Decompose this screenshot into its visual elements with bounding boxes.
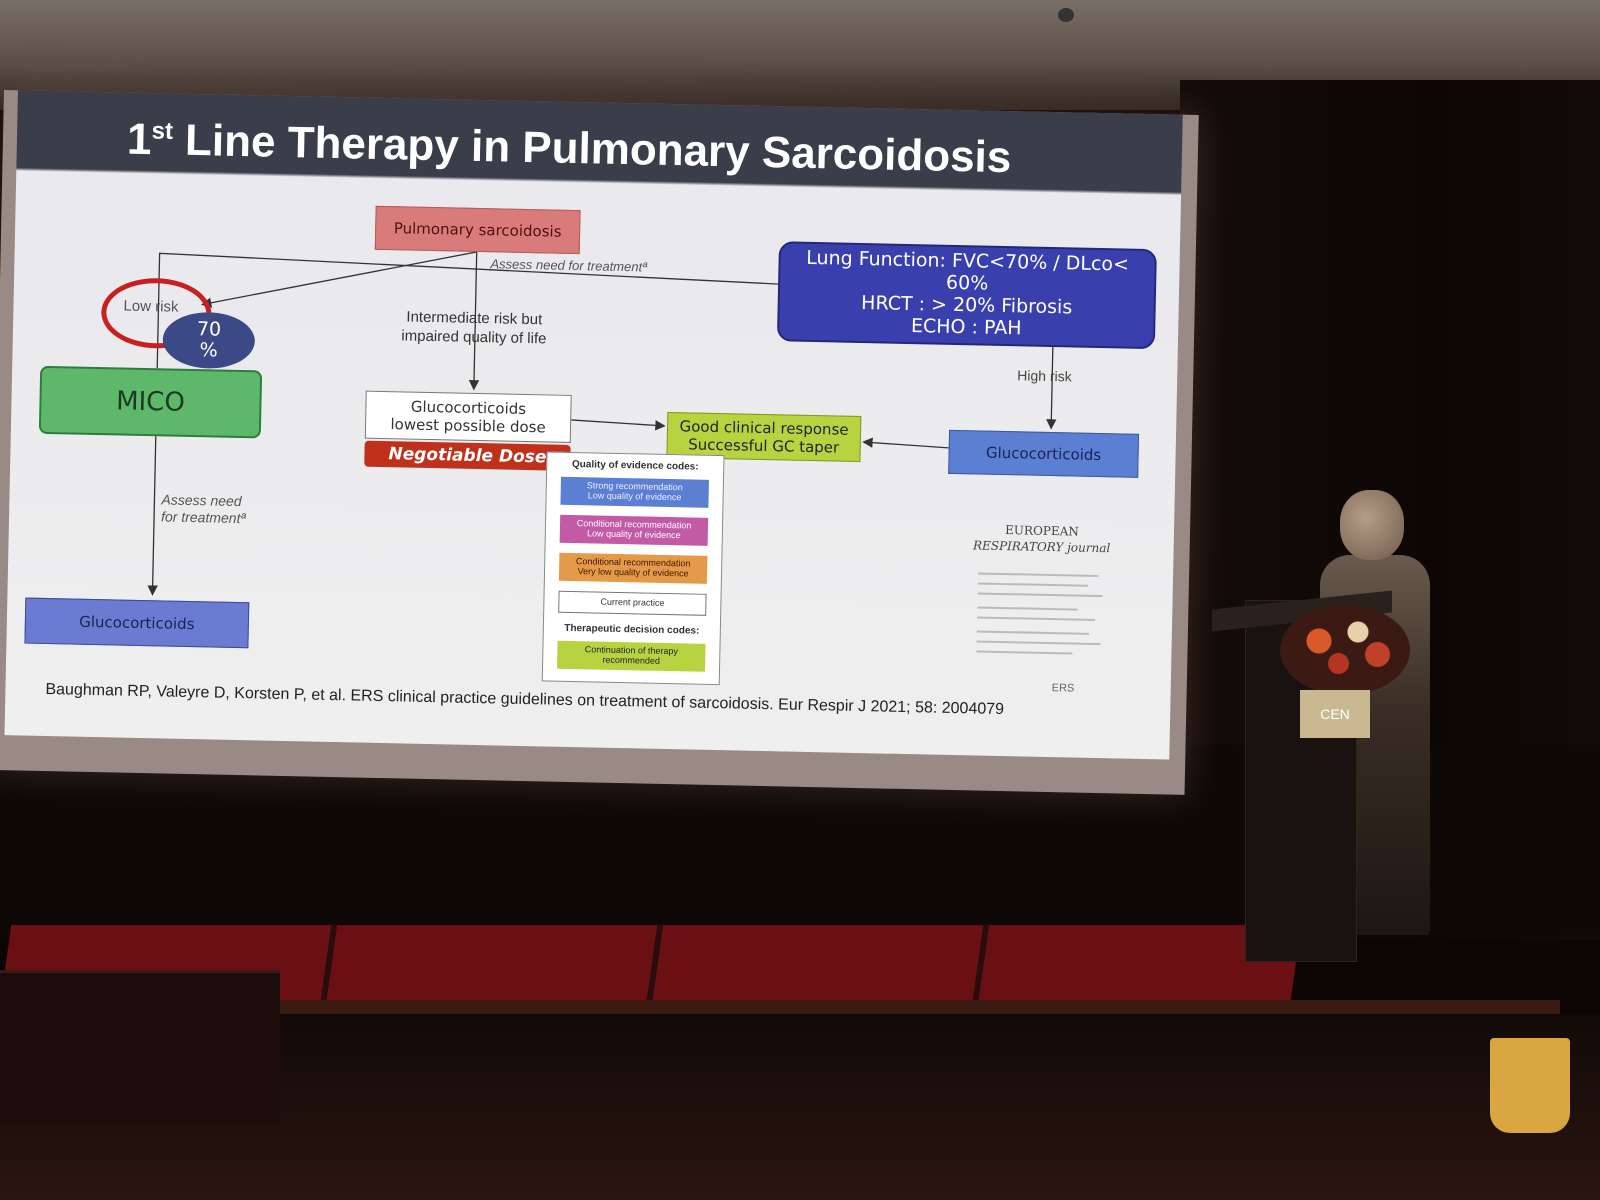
flower-arrangement [1280, 605, 1410, 695]
assess-need-label-left: Assess need for treatmentª [161, 491, 246, 526]
gc-lowest-line2: lowest possible dose [390, 415, 546, 437]
projection-screen: 1st Line Therapy in Pulmonary Sarcoidosi… [0, 90, 1199, 795]
journal-text-line [977, 616, 1096, 621]
journal-cover: EUROPEAN RESPIRATORY journal ERS [963, 510, 1117, 703]
glucocorticoids-left-box: Glucocorticoids [24, 597, 250, 649]
journal-text-line [978, 572, 1099, 578]
speaker-head [1340, 490, 1404, 560]
journal-text-line [976, 640, 1101, 646]
stage-edge [0, 1000, 1560, 1014]
evidence-legend: Quality of evidence codes: Strong recomm… [541, 451, 725, 686]
legend-quality-heading: Quality of evidence codes: [571, 458, 699, 473]
legend-decision-heading: Therapeutic decision codes: [564, 622, 700, 637]
badge-unit: % [199, 339, 218, 362]
legend-current-practice: Current practice [558, 590, 707, 616]
glucocorticoids-right-box: Glucocorticoids [948, 429, 1140, 478]
lung-function-line2: 60% [945, 271, 989, 295]
pulmonary-sarcoidosis-box: Pulmonary sarcoidosis [374, 205, 581, 255]
stage-step [0, 970, 280, 1123]
assess-left-line2: for treatmentª [160, 508, 246, 526]
journal-text-line [977, 582, 1088, 587]
journal-text-line [976, 630, 1089, 635]
intermediate-risk-label: Intermediate risk but impaired quality o… [401, 308, 547, 348]
gc-lowest-line1: Glucocorticoids [410, 397, 527, 419]
journal-text-line [976, 650, 1073, 655]
glucocorticoids-lowest-dose-box: Glucocorticoids lowest possible dose [364, 390, 572, 443]
lung-function-line4: ECHO : PAH [910, 314, 1022, 340]
ers-logo: ERS [1051, 682, 1075, 695]
podium-sign: CEN [1300, 690, 1370, 738]
mico-box: MICO [38, 365, 263, 439]
journal-title: EUROPEAN RESPIRATORY journal [972, 523, 1111, 555]
ceiling-light [1058, 8, 1074, 22]
slide: 1st Line Therapy in Pulmonary Sarcoidosi… [4, 90, 1183, 760]
badge-value: 70 [196, 318, 222, 341]
good-response-line2: Successful GC taper [688, 435, 840, 457]
plant-pot [1490, 1038, 1570, 1133]
negotiable-dose-banner: Negotiable Dose [364, 440, 571, 471]
journal-text-line [977, 592, 1103, 598]
journal-text-line [977, 606, 1078, 611]
lung-function-box: Lung Function: FVC<70% / DLco< 60% HRCT … [776, 241, 1157, 350]
high-risk-label: High risk [1017, 367, 1072, 385]
assess-left-line1: Assess need [161, 491, 242, 510]
flow-arrows [147, 251, 1057, 596]
